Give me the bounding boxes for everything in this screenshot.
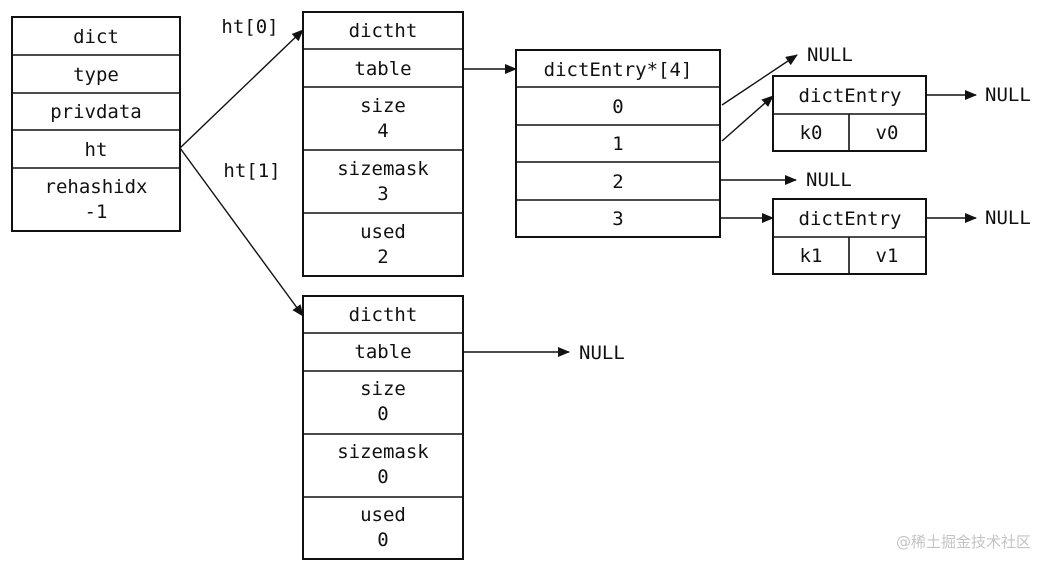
dict-header: dict: [73, 26, 119, 48]
dict-field-ht: ht: [85, 139, 108, 161]
entry-a-next-null: NULL: [985, 84, 1031, 106]
ht1-pointer-label: ht[1]: [223, 160, 280, 182]
dict-struct: dict type privdata ht rehashidx -1: [11, 16, 181, 232]
ht1-table-label: table: [354, 341, 411, 363]
dict-box: [11, 16, 181, 232]
ht1-size-value: 0: [377, 403, 388, 425]
dictentry-array: dictEntry*[4] 0 1 2 3: [515, 49, 721, 238]
ht1-used-value: 0: [377, 529, 388, 551]
dict-field-type: type: [73, 64, 119, 86]
dict-field-privdata: privdata: [50, 101, 142, 123]
dict-field-rehashidx: rehashidx: [45, 176, 148, 198]
dictht-ht0: dictht table size 4 sizemask 3 used 2: [302, 11, 464, 277]
ht0-header: dictht: [349, 20, 418, 42]
slot1-arrow: [721, 95, 774, 142]
ht0-size-label: size: [360, 95, 406, 117]
entry-b-value: v1: [876, 245, 899, 267]
ht1-used-label: used: [360, 504, 406, 526]
array-slot-0: 0: [612, 96, 623, 118]
ht0-size-value: 4: [377, 120, 388, 142]
array-slot-2: 2: [612, 171, 623, 193]
entry-a-key: k0: [800, 122, 823, 144]
entry-b-key: k1: [800, 245, 823, 267]
ht1-header: dictht: [349, 304, 418, 326]
dictentry-array-header: dictEntry*[4]: [544, 59, 693, 81]
ht1-sizemask-value: 0: [377, 466, 388, 488]
ht1-size-label: size: [360, 378, 406, 400]
ht0-pointer-label: ht[0]: [221, 16, 278, 38]
ht0-sizemask-label: sizemask: [337, 158, 429, 180]
ht0-table-label: table: [354, 58, 411, 80]
ht0-sizemask-value: 3: [377, 183, 388, 205]
watermark: @稀土掘金技术社区: [896, 533, 1031, 551]
dictentry-k1: dictEntry k1 v1: [772, 198, 927, 275]
array-slot-3: 3: [612, 208, 623, 230]
dict-rehashidx-value: -1: [85, 201, 108, 223]
array-slot-1: 1: [612, 133, 623, 155]
ht0-used-label: used: [360, 221, 406, 243]
slot0-null: NULL: [807, 44, 853, 66]
entry-a-header: dictEntry: [799, 85, 902, 107]
dictht-ht1: dictht table size 0 sizemask 0 used 0: [302, 295, 464, 560]
ht1-table-null: NULL: [579, 342, 625, 364]
ht1-box: [302, 295, 464, 560]
ht1-sizemask-label: sizemask: [337, 441, 429, 463]
ht0-used-value: 2: [377, 246, 388, 268]
ht1-pointer-arrow: [179, 147, 304, 317]
ht0-pointer-arrow: [179, 29, 304, 149]
entry-b-header: dictEntry: [799, 208, 902, 230]
dictentry-array-box: [515, 49, 721, 238]
ht0-box: [302, 11, 464, 277]
entry-b-next-null: NULL: [985, 207, 1031, 229]
slot0-arrow: [721, 54, 798, 106]
slot2-null: NULL: [806, 169, 852, 191]
entry-a-value: v0: [876, 122, 899, 144]
dictentry-k0: dictEntry k0 v0: [772, 75, 927, 152]
